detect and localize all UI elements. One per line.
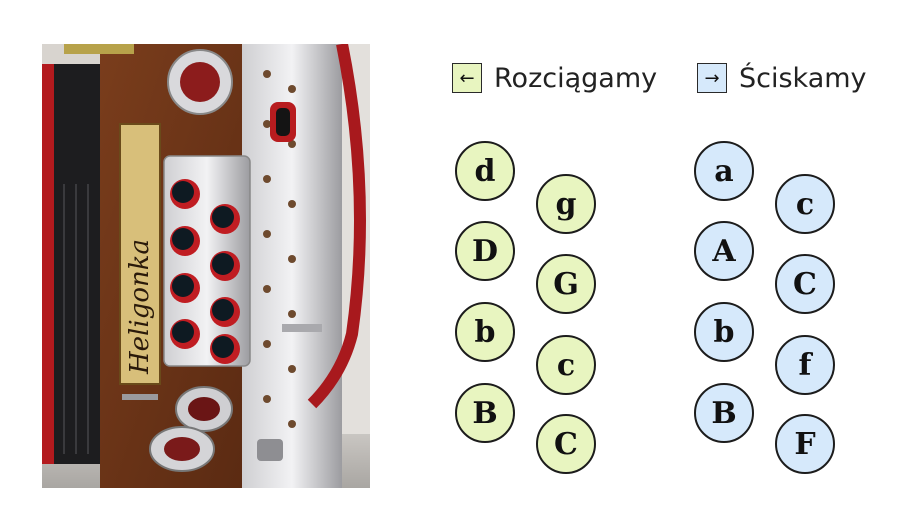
logo-text: Heligonka bbox=[125, 239, 155, 375]
push-button-F: F bbox=[775, 414, 835, 474]
right-arrow-icon: → bbox=[697, 63, 727, 93]
accordion-photo: Heligonka bbox=[42, 44, 370, 488]
push-button-a: a bbox=[694, 141, 754, 201]
pull-button-C: C bbox=[536, 414, 596, 474]
left-arrow-icon: ← bbox=[452, 63, 482, 93]
pull-button-B: B bbox=[455, 383, 515, 443]
push-button-C: C bbox=[775, 254, 835, 314]
legend-push: → Ściskamy bbox=[697, 60, 867, 96]
legend-pull: ← Rozciągamy bbox=[452, 60, 657, 96]
legend-push-label: Ściskamy bbox=[739, 62, 867, 94]
pull-button-c: c bbox=[536, 335, 596, 395]
pull-button-d: d bbox=[455, 141, 515, 201]
push-button-A: A bbox=[694, 221, 754, 281]
pull-button-b: b bbox=[455, 302, 515, 362]
pull-button-G: G bbox=[536, 254, 596, 314]
push-button-B: B bbox=[694, 383, 754, 443]
push-button-f: f bbox=[775, 335, 835, 395]
pull-button-D: D bbox=[455, 221, 515, 281]
push-button-b: b bbox=[694, 302, 754, 362]
pull-button-g: g bbox=[536, 174, 596, 234]
push-button-c: c bbox=[775, 174, 835, 234]
legend-pull-label: Rozciągamy bbox=[494, 62, 658, 94]
